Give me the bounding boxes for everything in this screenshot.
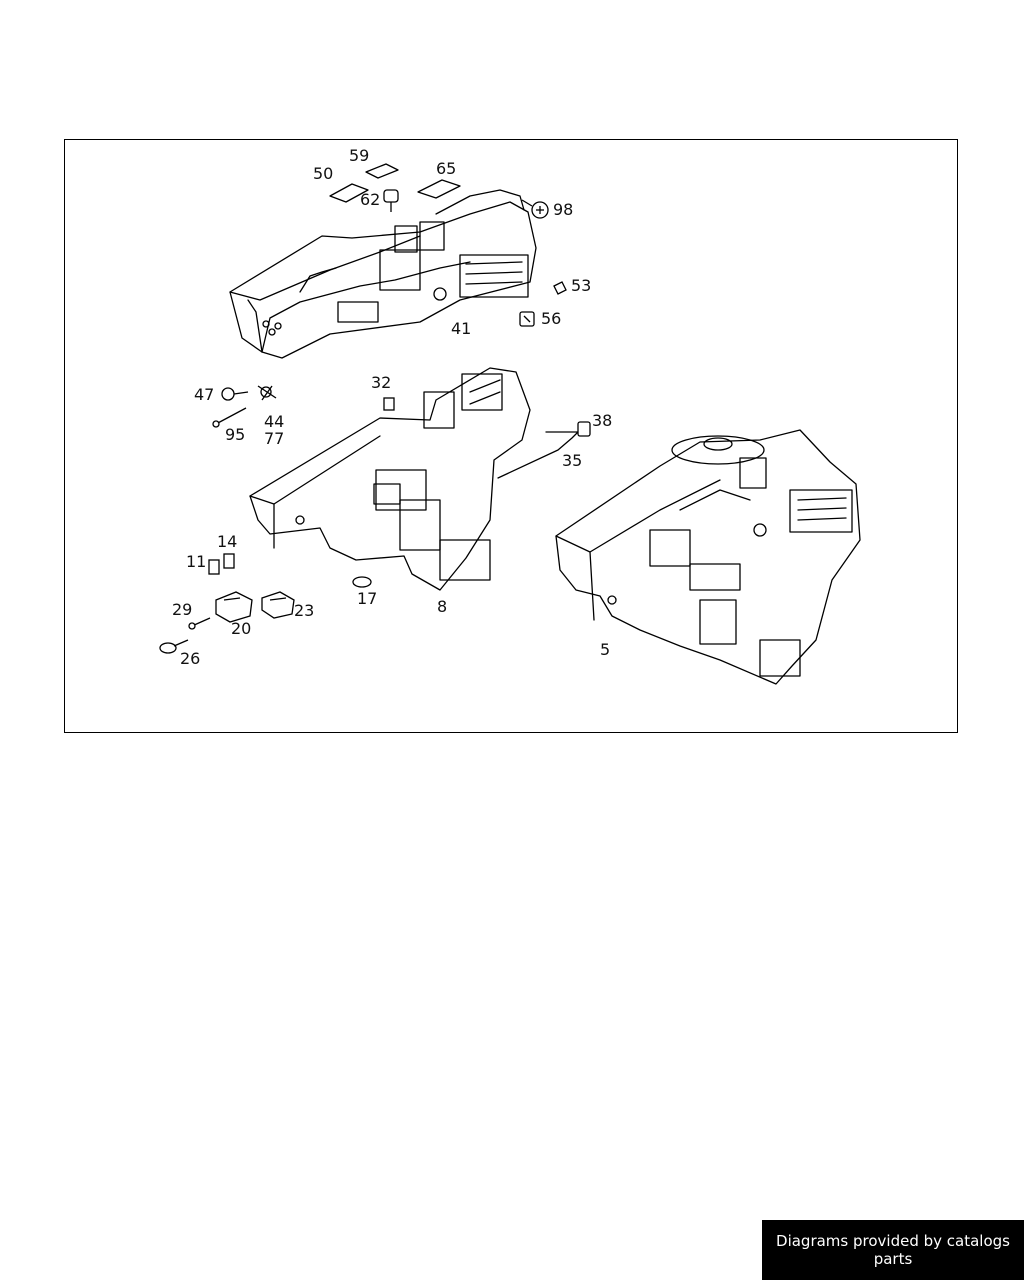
callout-56: 56 (541, 309, 562, 328)
callout-41: 41 (451, 319, 472, 338)
actuator-part-20 (215, 591, 253, 623)
callout-98: 98 (553, 200, 574, 219)
heater-assembly-part-5 (555, 429, 861, 685)
screw-part-29 (188, 617, 211, 630)
screw-part-95 (212, 407, 247, 428)
footer-credit: Diagrams provided by catalogs parts (762, 1220, 1024, 1280)
clip-part-38 (577, 421, 591, 437)
callout-44: 44 (264, 412, 285, 431)
callout-23: 23 (294, 601, 315, 620)
clip-part-32 (383, 397, 395, 411)
clip-part-14 (223, 553, 235, 569)
screw-part-98 (521, 199, 549, 219)
clip-part-11 (208, 559, 220, 575)
clip-part-17 (352, 576, 372, 588)
callout-8: 8 (437, 597, 448, 616)
callout-26: 26 (180, 649, 201, 668)
clip-part-53 (553, 281, 567, 295)
bolt-part-47 (221, 387, 249, 401)
callout-77: 77 (264, 429, 285, 448)
middle-housing-part-8 (249, 367, 531, 591)
callout-50: 50 (313, 164, 334, 183)
callout-59: 59 (349, 146, 370, 165)
clip-part-44-77 (257, 385, 277, 401)
screw-part-26 (159, 639, 189, 654)
callout-38: 38 (592, 411, 613, 430)
rod-part-35 (497, 431, 579, 479)
callout-32: 32 (371, 373, 392, 392)
clip-part-62 (383, 189, 399, 212)
callout-14: 14 (217, 532, 238, 551)
diagram-frame (64, 139, 958, 733)
callout-62: 62 (360, 190, 381, 209)
upper-housing-part-41 (229, 189, 537, 359)
callout-29: 29 (172, 600, 193, 619)
callout-35: 35 (562, 451, 583, 470)
callout-53: 53 (571, 276, 592, 295)
actuator-part-23 (261, 591, 295, 619)
callout-47: 47 (194, 385, 215, 404)
callout-17: 17 (357, 589, 378, 608)
callout-95: 95 (225, 425, 246, 444)
callout-20: 20 (231, 619, 252, 638)
callout-11: 11 (186, 552, 207, 571)
callout-65: 65 (436, 159, 457, 178)
clip-part-56 (519, 311, 535, 327)
gasket-parts (329, 163, 461, 203)
callout-5: 5 (600, 640, 611, 659)
